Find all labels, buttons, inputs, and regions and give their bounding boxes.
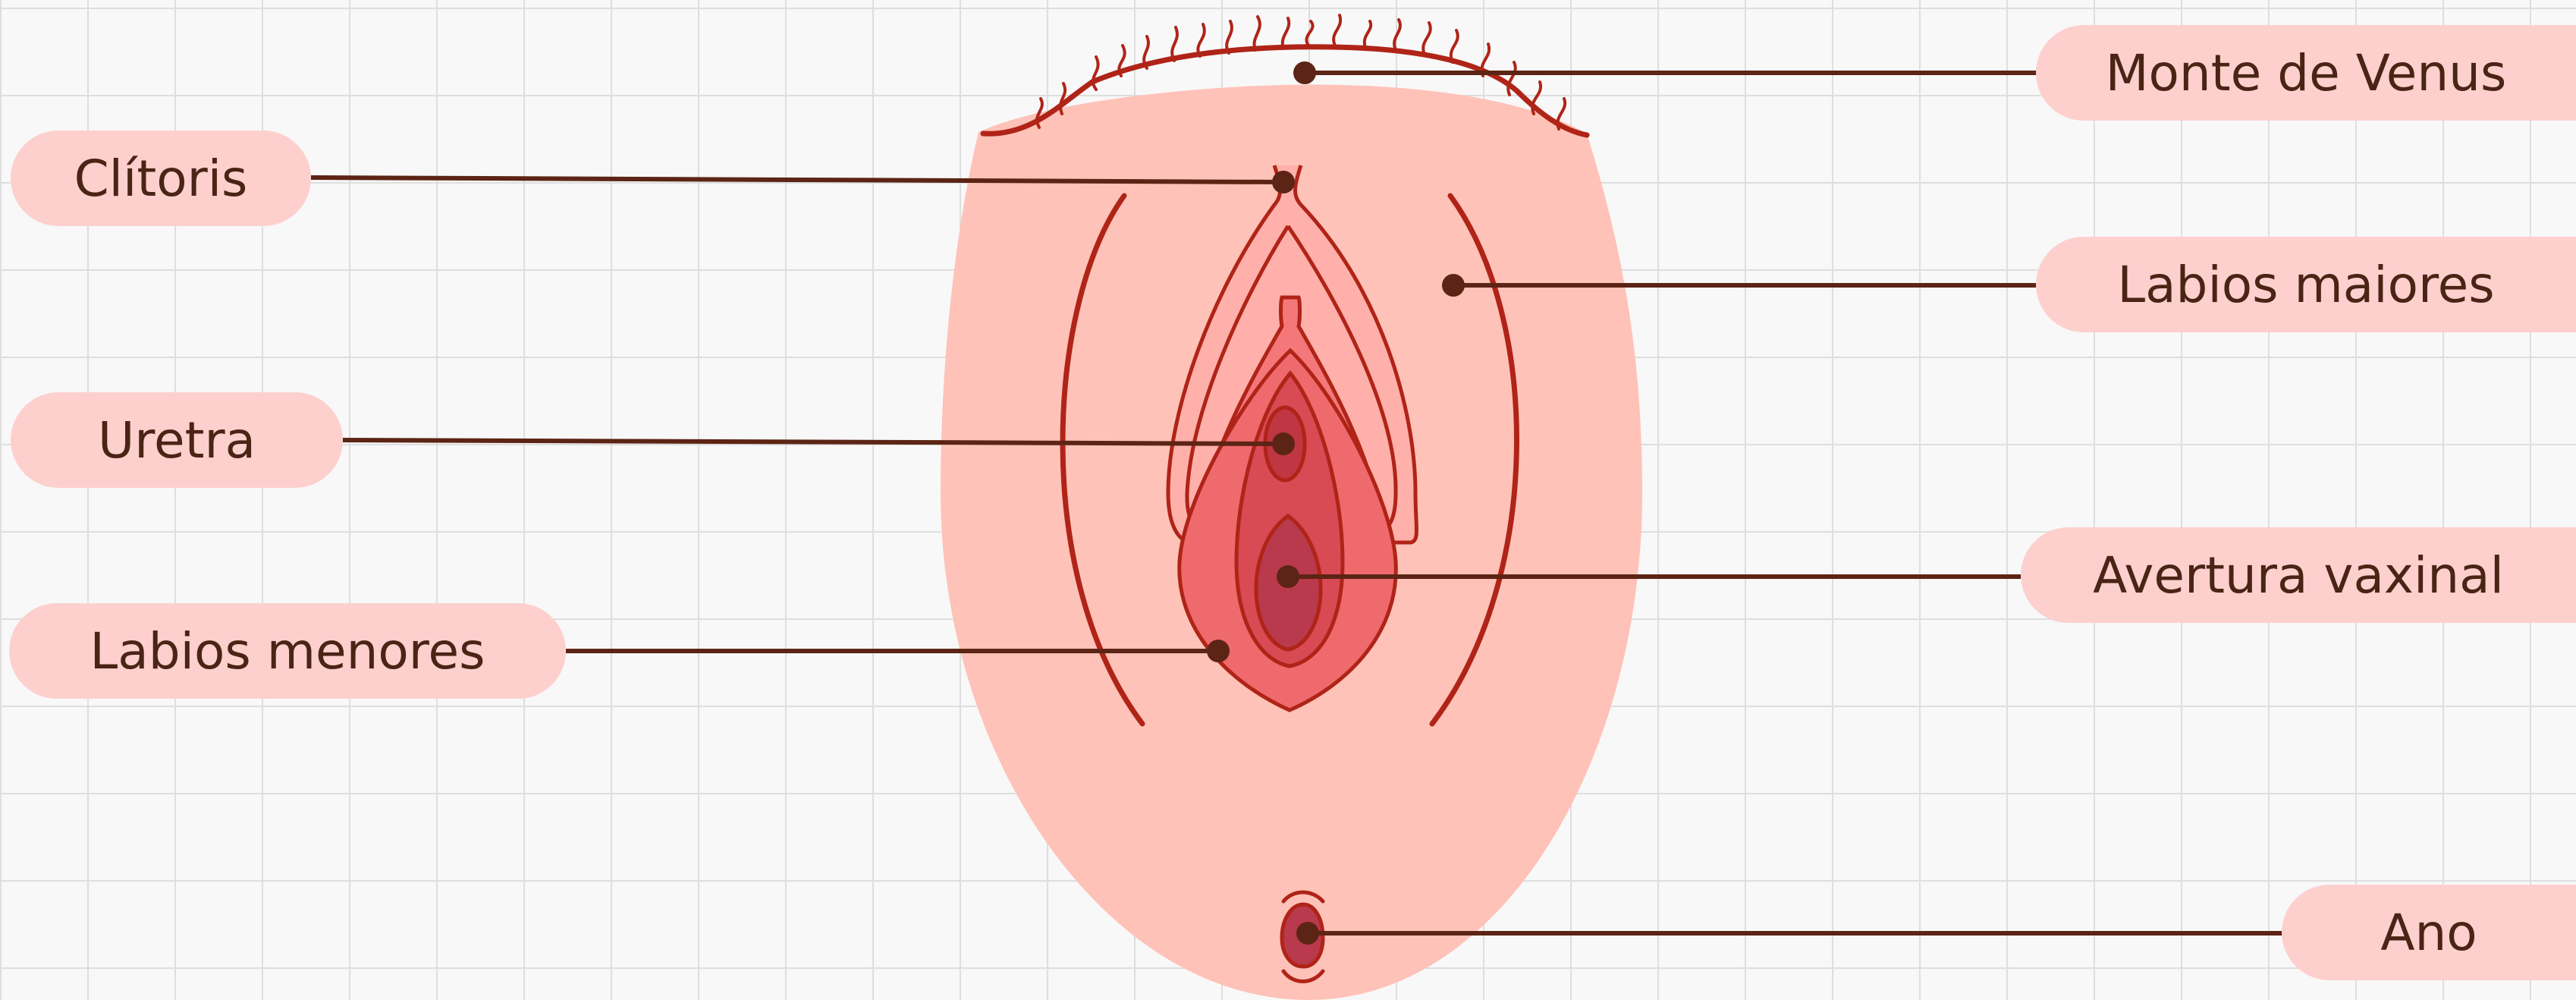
label-labios-maiores-text: Labios maiores xyxy=(2117,256,2494,314)
anchor-dot-labios-menores xyxy=(1207,640,1230,662)
anchor-dot-avertura-vaxinal xyxy=(1277,565,1299,588)
anchor-dot-labios-maiores xyxy=(1442,274,1465,297)
label-uretra-text: Uretra xyxy=(98,411,256,470)
label-monte-de-venus-text: Monte de Venus xyxy=(2106,44,2507,102)
anchor-dot-ano xyxy=(1296,922,1319,945)
anchor-dot-clitoris xyxy=(1272,171,1295,193)
label-ano: Ano xyxy=(2282,885,2576,980)
label-avertura-vaxinal: Avertura vaxinal xyxy=(2021,527,2576,623)
label-clitoris: Clítoris xyxy=(11,131,311,226)
label-ano-text: Ano xyxy=(2380,904,2477,962)
label-clitoris-text: Clítoris xyxy=(74,149,248,208)
label-avertura-vaxinal-text: Avertura vaxinal xyxy=(2093,546,2504,605)
label-monte-de-venus: Monte de Venus xyxy=(2036,25,2576,121)
label-labios-menores-text: Labios menores xyxy=(90,622,485,681)
label-labios-maiores: Labios maiores xyxy=(2036,237,2576,332)
anchor-dot-uretra xyxy=(1272,432,1295,455)
anchor-dot-monte-de-venus xyxy=(1293,61,1316,84)
label-uretra: Uretra xyxy=(11,392,343,488)
label-labios-menores: Labios menores xyxy=(9,603,566,699)
